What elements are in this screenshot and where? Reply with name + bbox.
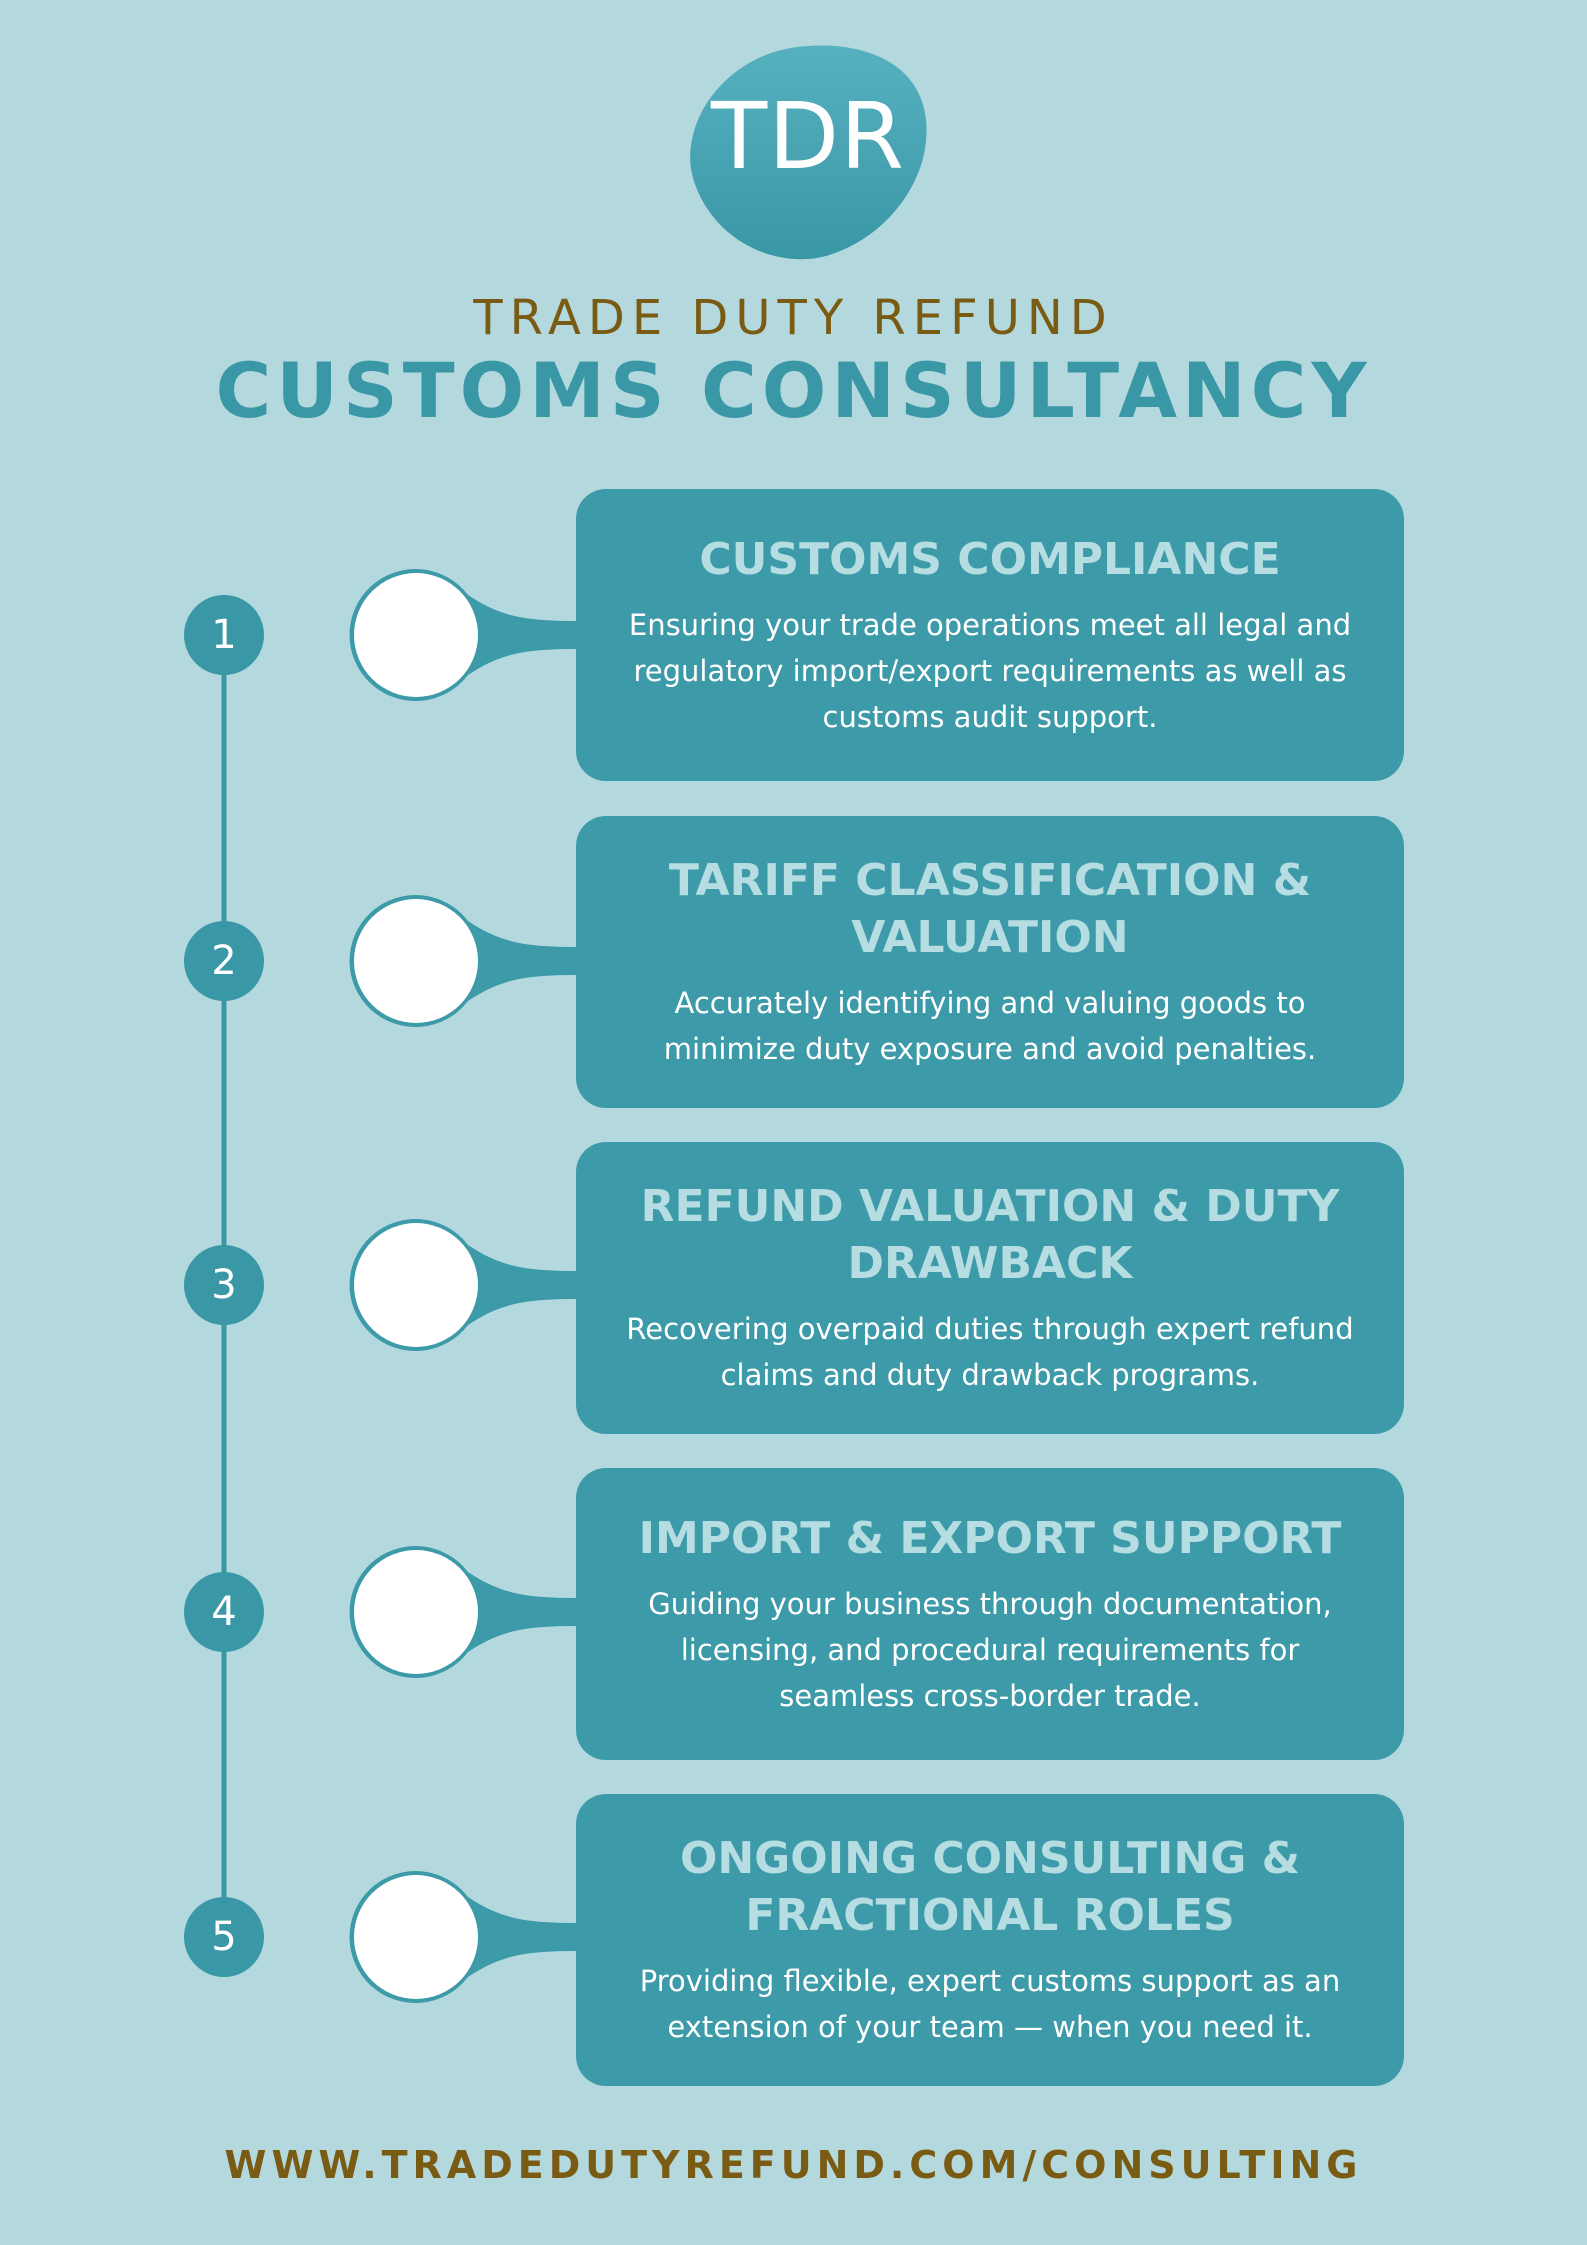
card-description: Providing flexible, expert customs suppo… xyxy=(639,1964,1341,2044)
step-number-4: 4 xyxy=(184,1572,264,1652)
service-card-customs-compliance: CUSTOMS COMPLIANCE Ensuring your trade o… xyxy=(576,489,1404,781)
service-card-ongoing-consulting: ONGOING CONSULTING & FRACTIONAL ROLES Pr… xyxy=(576,1794,1404,2086)
card-title: IMPORT & EXPORT SUPPORT xyxy=(638,1512,1342,1564)
connector-circle-2 xyxy=(354,899,478,1023)
card-title: TARIFF CLASSIFICATION & VALUATION xyxy=(668,855,1312,963)
page-title: CUSTOMS CONSULTANCY xyxy=(215,346,1372,435)
connector-bubble-5 xyxy=(349,1871,578,2003)
connector-bubble-2 xyxy=(349,895,578,1027)
card-description: Guiding your business through documentat… xyxy=(648,1586,1332,1713)
brand-logo: TDR xyxy=(688,42,928,260)
step-number-1: 1 xyxy=(184,595,264,675)
card-title: ONGOING CONSULTING & FRACTIONAL ROLES xyxy=(679,1833,1301,1941)
connector-circle-5 xyxy=(354,1875,478,1999)
service-card-refund-valuation: REFUND VALUATION & DUTY DRAWBACK Recover… xyxy=(576,1142,1404,1434)
logo-text: TDR xyxy=(711,83,905,190)
step-number-3: 3 xyxy=(184,1245,264,1325)
card-description: Accurately identifying and valuing goods… xyxy=(663,986,1317,1066)
connector-circle-4 xyxy=(354,1550,478,1674)
connector-bubble-3 xyxy=(349,1218,578,1351)
website-url: WWW.TRADEDUTYREFUND.COM/CONSULTING xyxy=(224,2143,1363,2187)
service-card-import-export: IMPORT & EXPORT SUPPORT Guiding your bus… xyxy=(576,1468,1404,1760)
connector-bubble-4 xyxy=(349,1546,578,1679)
connector-circle-3 xyxy=(354,1223,478,1347)
card-title: CUSTOMS COMPLIANCE xyxy=(699,533,1281,585)
step-number-2: 2 xyxy=(184,921,264,1001)
page-subtitle: TRADE DUTY REFUND xyxy=(473,290,1114,346)
card-description: Ensuring your trade operations meet all … xyxy=(628,607,1352,734)
card-description: Recovering overpaid duties through exper… xyxy=(626,1312,1354,1392)
logo-blob-shape xyxy=(690,45,927,260)
connector-bubble-1 xyxy=(349,569,578,701)
card-title: REFUND VALUATION & DUTY DRAWBACK xyxy=(640,1181,1340,1289)
connector-circle-1 xyxy=(354,573,478,697)
step-number-5: 5 xyxy=(184,1897,264,1977)
service-card-tariff-classification: TARIFF CLASSIFICATION & VALUATION Accura… xyxy=(576,816,1404,1108)
